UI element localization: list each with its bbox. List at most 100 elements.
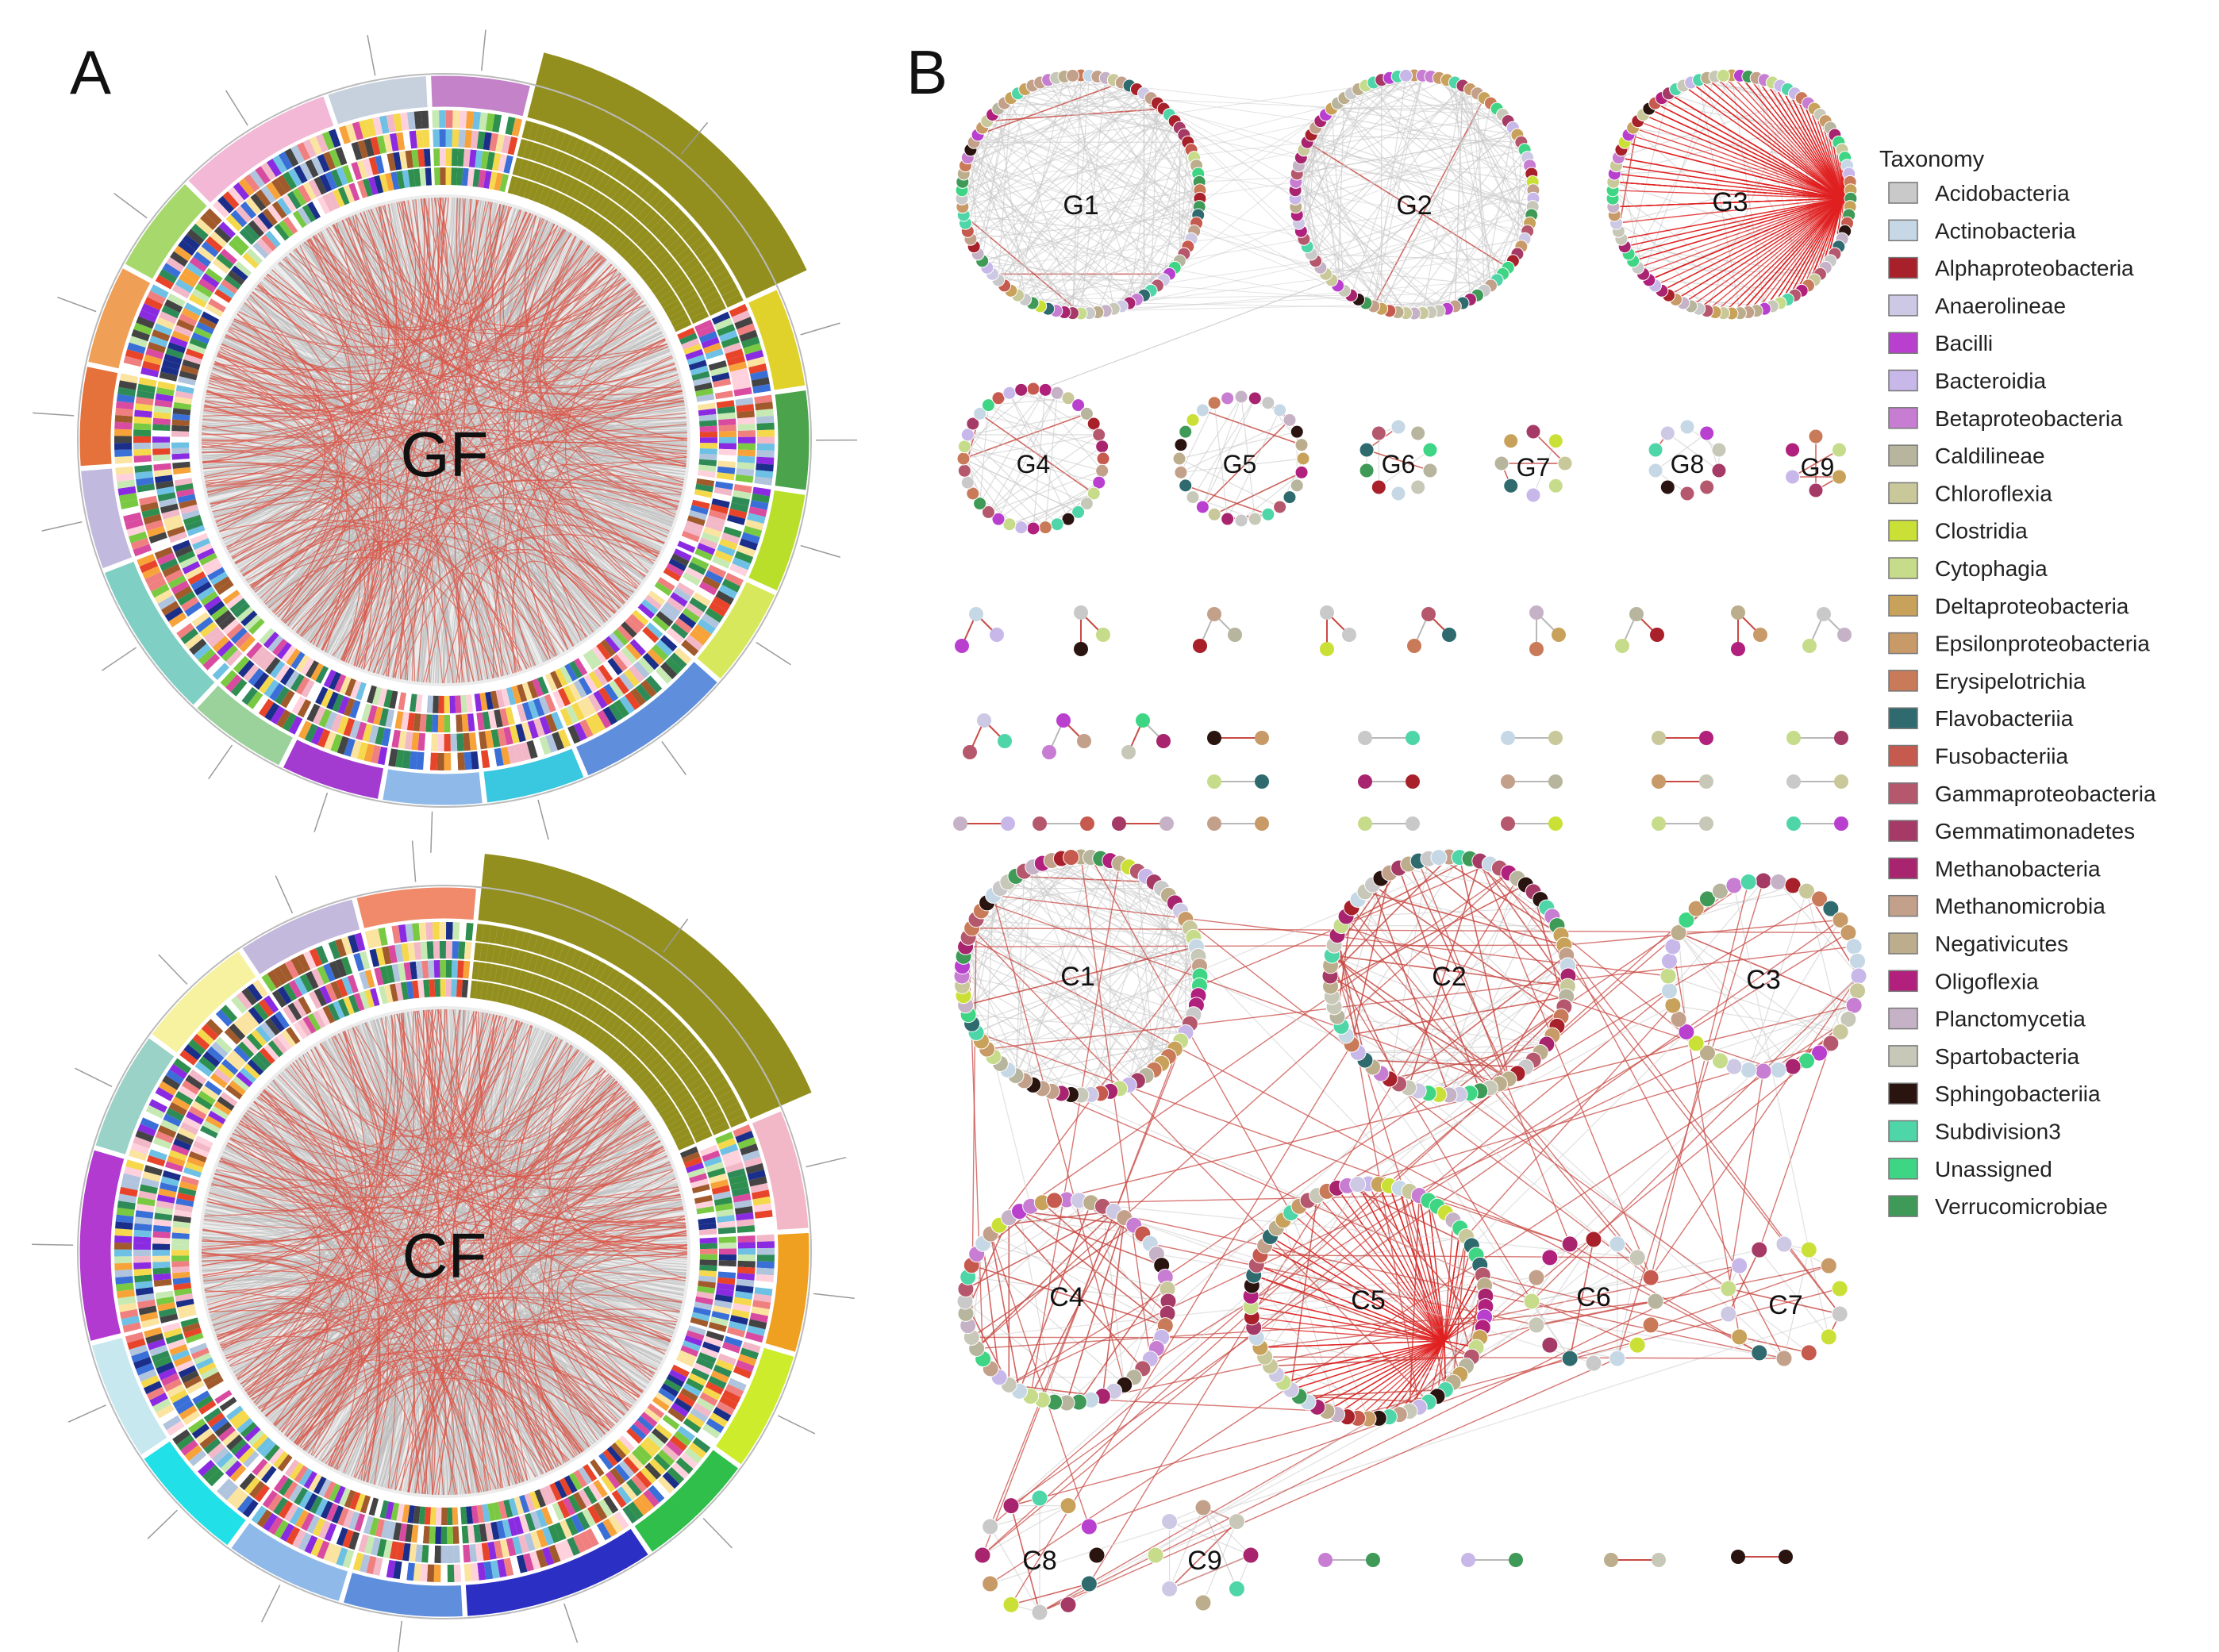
circos-stripe xyxy=(317,154,330,173)
circos-stripe xyxy=(295,654,310,673)
circos-stripe xyxy=(648,190,666,209)
circos-stripe xyxy=(647,648,664,666)
circos-stripe xyxy=(266,158,282,178)
circos-stripe xyxy=(718,436,736,444)
circos-stripe xyxy=(155,393,174,402)
circos-stripe xyxy=(176,550,196,563)
circos-stripe xyxy=(718,418,736,426)
circos-stripe xyxy=(497,728,507,747)
circos-stripe xyxy=(467,713,475,732)
circos-stripe xyxy=(141,508,160,519)
circos-stripe xyxy=(632,227,649,244)
circos-stripe xyxy=(737,1254,756,1262)
circos-stripe xyxy=(207,658,225,675)
circos-stripe xyxy=(181,509,200,521)
circos-stripe xyxy=(189,337,208,350)
circos-stripe xyxy=(133,1236,152,1244)
circos-stripe xyxy=(181,308,200,321)
circos-stripe xyxy=(597,709,612,729)
circos-stripe xyxy=(359,119,371,139)
circos-stripe xyxy=(648,244,666,262)
circos-stripe xyxy=(447,1545,454,1563)
circos-stripe xyxy=(440,167,446,186)
circos-stripe xyxy=(576,184,590,203)
circos-stripe xyxy=(484,730,494,749)
circos-stripe xyxy=(194,543,213,555)
circos-stripe xyxy=(756,1234,775,1243)
circos-stripe xyxy=(646,622,663,639)
circos-stripe xyxy=(479,731,487,750)
circos-stripe xyxy=(635,683,652,702)
circos-stripe xyxy=(703,342,722,355)
circos-stripe xyxy=(457,148,465,167)
circos-stripe xyxy=(308,179,322,198)
circos-stripe xyxy=(633,177,650,196)
circos-segment xyxy=(747,489,806,592)
circos-stripe xyxy=(498,115,509,134)
circos-stripe xyxy=(715,590,734,605)
circos-stripe xyxy=(631,200,648,218)
circos-stripe xyxy=(560,666,573,685)
circos-stripe xyxy=(218,221,236,239)
circos-stripe xyxy=(302,204,317,223)
circos-stripe xyxy=(619,695,635,714)
circos-stripe xyxy=(483,171,492,189)
circos-stripe xyxy=(149,335,168,348)
circos-stripe xyxy=(681,530,700,543)
circos-stripe xyxy=(213,226,232,244)
circos-stripe xyxy=(756,450,775,458)
circos-stripe xyxy=(153,323,173,336)
circos-stripe xyxy=(349,700,361,719)
circos-stripe xyxy=(485,691,494,710)
circos-stripe xyxy=(552,690,565,709)
circos-stripe xyxy=(255,649,271,667)
circos-stripe xyxy=(409,751,418,770)
circos-stripe xyxy=(685,520,704,532)
circos-stripe xyxy=(185,520,204,532)
circos-stripe xyxy=(619,215,636,233)
circos-stripe xyxy=(253,671,269,690)
circos-stripe xyxy=(588,670,603,690)
circos-stripe xyxy=(663,204,681,222)
circos-stripe xyxy=(175,279,194,294)
circos-stripe xyxy=(695,586,714,601)
circos-stripe xyxy=(521,701,533,720)
circos-stripe xyxy=(736,323,756,336)
circos-stripe xyxy=(433,695,439,713)
circos-stripe xyxy=(391,729,401,748)
circos-stripe xyxy=(172,461,190,469)
circos-stripe xyxy=(668,558,687,572)
circos-stripe xyxy=(693,624,712,640)
circos-stripe xyxy=(476,712,485,731)
circos-stripe xyxy=(743,525,763,538)
circos-stripe xyxy=(476,131,486,150)
circos-stripe xyxy=(139,559,159,574)
circos-stripe xyxy=(717,405,736,414)
circos-stripe xyxy=(361,703,372,722)
circos-segment xyxy=(774,389,810,491)
circos-stripe xyxy=(416,751,425,770)
circos-stripe xyxy=(571,702,585,721)
circos-stripe xyxy=(198,278,217,293)
circos-stripe xyxy=(171,1250,190,1256)
circos-stripe xyxy=(660,635,678,652)
circos-stripe xyxy=(699,453,717,461)
circos-stripe xyxy=(544,713,558,733)
circos-stripe xyxy=(190,223,209,240)
circos-stripe xyxy=(137,383,156,394)
circos-stripe xyxy=(311,156,325,175)
circos-stripe xyxy=(323,151,336,171)
circos-stripe xyxy=(171,1238,190,1245)
circos-stripe xyxy=(205,236,223,253)
circos-stripe xyxy=(168,531,188,544)
circos-stripe xyxy=(714,390,733,400)
circos-stripe xyxy=(583,674,598,693)
circos-stripe xyxy=(627,249,644,266)
circos-stripe xyxy=(201,311,220,325)
circos-stripe xyxy=(168,612,187,628)
circos-stripe xyxy=(705,296,724,310)
circos-stripe xyxy=(372,117,383,136)
circos-stripe xyxy=(606,181,622,200)
circos-stripe xyxy=(533,697,545,717)
circos-stripe xyxy=(234,631,252,648)
